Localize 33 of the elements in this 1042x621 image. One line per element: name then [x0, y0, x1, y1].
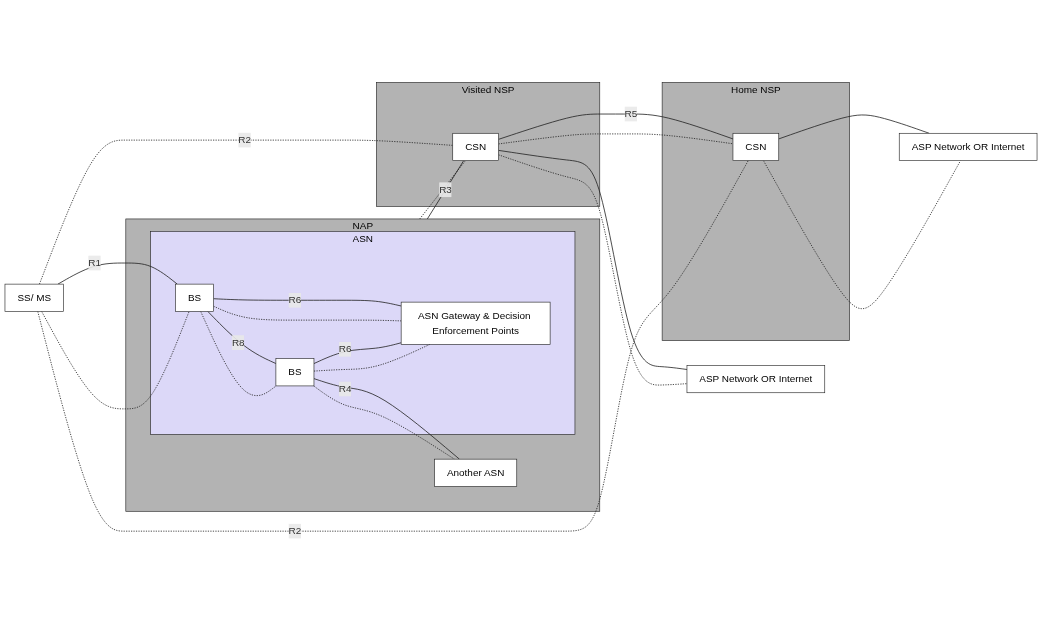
node-box: CSN — [452, 133, 499, 161]
edge-label: R1 — [88, 257, 101, 268]
node-box: ASP Network OR Internet — [686, 365, 826, 394]
connector — [213, 305, 402, 322]
node-box: BS — [175, 283, 214, 312]
edge-label: R2 — [288, 525, 302, 537]
connector — [41, 311, 190, 410]
connector — [419, 160, 466, 220]
edge-label: R6 — [288, 294, 302, 306]
connector — [498, 133, 734, 145]
edge-label: R2 — [238, 134, 252, 146]
node-box: Another ASN — [434, 458, 518, 487]
connector — [200, 311, 277, 396]
edge-label: R8 — [231, 337, 245, 348]
connector — [426, 160, 465, 220]
edge-label: R6 — [338, 343, 352, 355]
connector — [213, 298, 402, 307]
edge-label: R5 — [624, 108, 638, 120]
node-box: CSN — [732, 133, 780, 161]
connector — [37, 160, 749, 532]
node-box: BS — [275, 358, 315, 387]
connector — [207, 311, 277, 364]
connector — [57, 262, 178, 285]
edge-label: R4 — [338, 383, 352, 394]
node-box: SS/ MS — [4, 283, 64, 312]
edge-label: R3 — [439, 184, 452, 195]
node-box: ASN Gateway & Decision Enforcement Points — [400, 301, 551, 345]
node-box: ASP Network OR Internet — [898, 133, 1038, 161]
connector — [313, 342, 402, 364]
connector — [778, 114, 930, 140]
connector — [39, 139, 454, 285]
connector — [498, 113, 734, 140]
connector — [763, 160, 961, 310]
